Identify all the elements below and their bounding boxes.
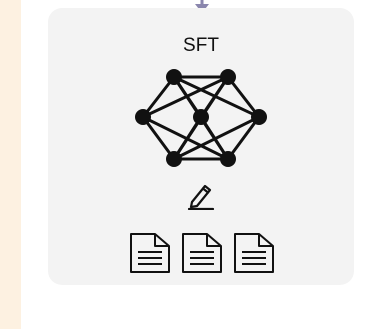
documents-group — [130, 233, 274, 273]
document-icon — [182, 233, 222, 273]
sft-card: SFT — [48, 8, 354, 285]
document-icon — [130, 233, 170, 273]
side-panel — [0, 0, 21, 329]
neural-network-icon — [135, 69, 267, 167]
pencil-icon — [187, 184, 215, 210]
card-title: SFT — [183, 35, 219, 56]
document-icon — [234, 233, 274, 273]
